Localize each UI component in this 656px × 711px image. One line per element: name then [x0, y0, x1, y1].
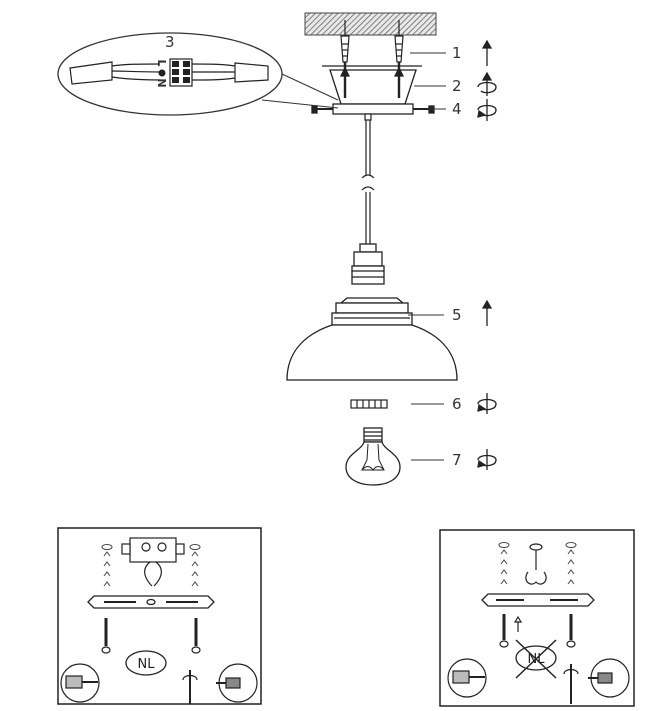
- terminal-block-icon: [121, 537, 185, 587]
- callout-number-1: 1: [452, 44, 462, 62]
- callout-number-5: 5: [452, 306, 462, 324]
- drill-icon: [60, 663, 100, 703]
- canopy: [311, 62, 435, 115]
- callout-number-7: 7: [452, 451, 462, 469]
- ceiling-block: [304, 12, 437, 36]
- rotate-arrow-icon: [477, 99, 497, 121]
- callout-number-4: 4: [452, 100, 462, 118]
- suspension-cord: [361, 113, 375, 246]
- mounting-bracket: [87, 595, 215, 609]
- nl-badge-left: NL: [138, 657, 156, 672]
- hook-icon: [525, 543, 547, 585]
- left-mounting-panel: NL: [57, 527, 262, 705]
- wall-plug-icon: [101, 544, 201, 587]
- callout-number-2: 2: [452, 77, 462, 95]
- screwdriver-icon: [182, 663, 258, 704]
- lamp-shade: [286, 297, 458, 381]
- lamp-socket: [351, 243, 385, 285]
- rotate-arrow-icon: [477, 71, 497, 96]
- callout-number-6: 6: [452, 395, 462, 413]
- mounting-bracket: [481, 593, 595, 607]
- rotate-arrow-icon: [477, 449, 497, 470]
- earth-symbol-icon: [158, 69, 166, 77]
- light-bulb-icon: [345, 427, 401, 486]
- screw-icon: [499, 614, 576, 648]
- ceiling-dowels: [340, 20, 404, 63]
- right-mounting-panel: NL: [439, 529, 635, 707]
- rotate-arrow-icon: [477, 393, 497, 414]
- crossed-out-icon: [515, 639, 557, 679]
- wire-label-neutral: N: [155, 78, 168, 87]
- wire-label-live: L: [155, 59, 168, 66]
- screwdriver-icon: [563, 658, 630, 704]
- callout-leader-lines: [408, 52, 446, 461]
- callout-number-3: 3: [165, 33, 175, 51]
- up-arrow-icon: [481, 299, 493, 326]
- shade-ring: [350, 399, 388, 409]
- screw-icon: [101, 618, 201, 654]
- up-arrow-icon: [481, 39, 493, 66]
- drill-icon: [447, 658, 487, 698]
- wall-plug-icon: [498, 542, 577, 585]
- wiring-detail: L N: [57, 32, 339, 116]
